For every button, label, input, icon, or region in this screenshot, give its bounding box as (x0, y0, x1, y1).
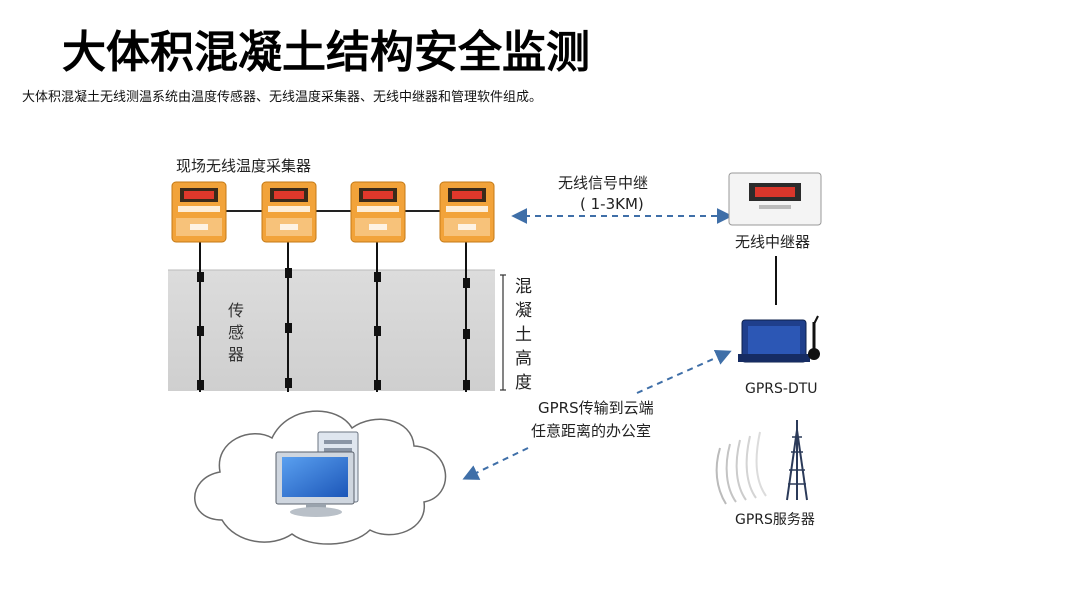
sensor-cable-1 (197, 235, 204, 392)
collector-device (350, 181, 406, 243)
svg-text:传: 传 (228, 301, 244, 320)
sensor-node (285, 268, 292, 278)
sensor-node (374, 380, 381, 390)
concrete-block (168, 270, 495, 391)
page-title: 大体积混凝土结构安全监测 (62, 27, 590, 78)
gprs-tower-icon (715, 420, 808, 505)
sensor-node (374, 326, 381, 336)
sensor-node (197, 272, 204, 282)
computer-icon (275, 431, 359, 517)
sensor-cable-3 (374, 235, 381, 392)
cloud-link-desc: 任意距离的办公室 (531, 422, 651, 440)
sensor-node (463, 380, 470, 390)
cloud-office (194, 410, 447, 545)
sensor-cable-4 (463, 235, 470, 392)
collector-label: 现场无线温度采集器 (176, 157, 311, 175)
sensor-node (374, 272, 381, 282)
concrete-height-label: 混 凝 土 高 度 (515, 277, 532, 393)
dtu-label: GPRS-DTU (745, 381, 818, 397)
svg-text:高: 高 (515, 349, 532, 369)
server-label: GPRS服务器 (735, 512, 815, 528)
sensor-label: 传 感 器 (228, 301, 244, 364)
collector-device (261, 181, 317, 243)
svg-text:感: 感 (228, 323, 244, 342)
wireless-collectors (171, 181, 495, 243)
page-subtitle: 大体积混凝土无线测温系统由温度传感器、无线温度采集器、无线中继器和管理软件组成。 (22, 90, 543, 105)
svg-text:土: 土 (515, 325, 532, 345)
sensor-node (285, 323, 292, 333)
svg-text:凝: 凝 (515, 301, 532, 321)
sensor-node (197, 326, 204, 336)
sensor-node (285, 378, 292, 388)
sensor-cable-2 (285, 235, 292, 392)
sensor-node (463, 329, 470, 339)
collector-device (171, 181, 227, 243)
height-bracket (500, 274, 506, 391)
relay-link-range: ( 1-3KM) (580, 195, 644, 213)
sensor-node (463, 278, 470, 288)
dtu-device (738, 315, 820, 363)
svg-text:混: 混 (515, 277, 532, 297)
relay-link-label: 无线信号中继 (558, 174, 648, 192)
relay-device (728, 172, 822, 226)
svg-text:器: 器 (228, 345, 244, 364)
relay-label: 无线中继器 (735, 233, 810, 251)
sensor-node (197, 380, 204, 390)
cloud-arrow-down (462, 447, 529, 480)
cloud-link-label: GPRS传输到云端 (538, 399, 654, 417)
dtu-arrow-up (636, 349, 732, 394)
collector-device (439, 181, 495, 243)
svg-text:度: 度 (515, 373, 532, 393)
sensor-cables (197, 235, 470, 392)
